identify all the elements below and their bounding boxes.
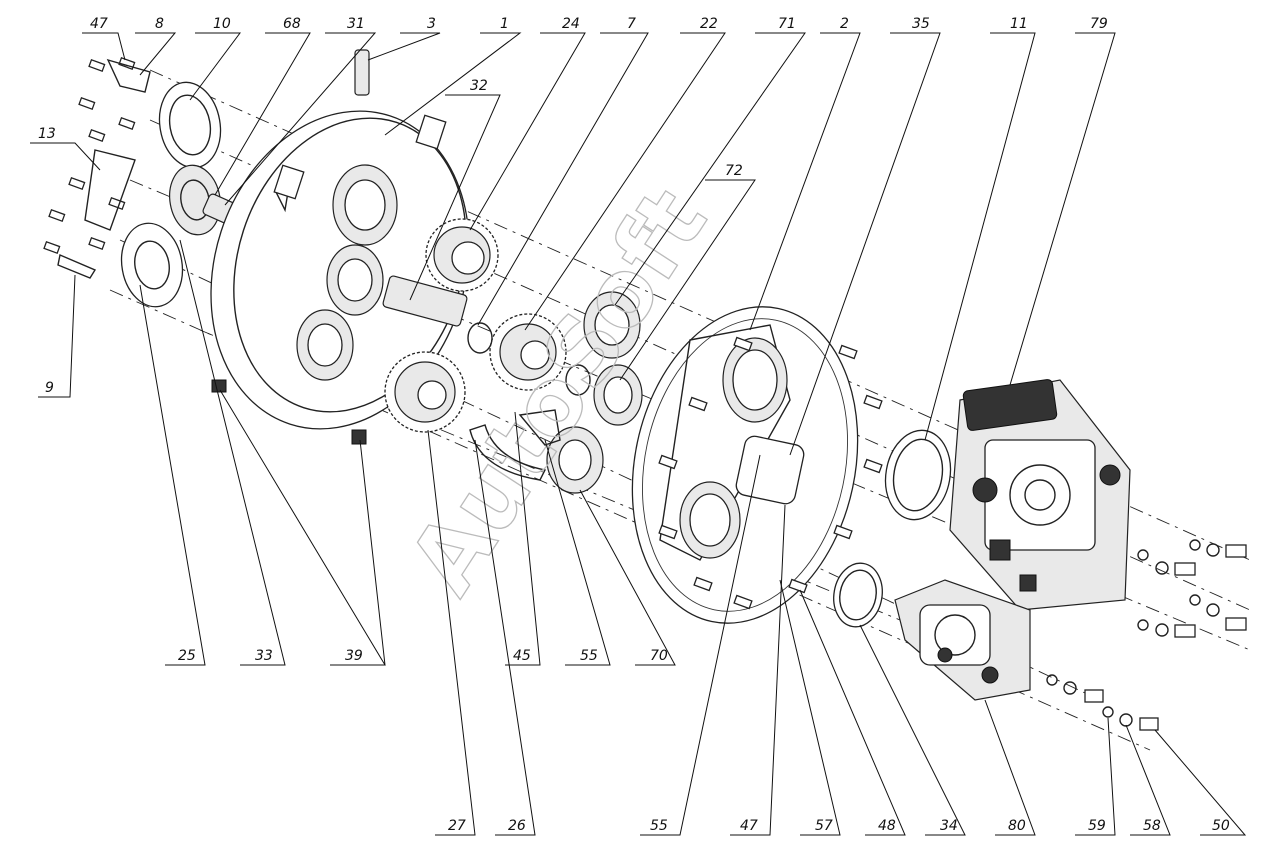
callout-1: 1	[500, 16, 509, 32]
callout-13: 13	[38, 126, 56, 142]
callout-55-b: 55	[650, 818, 668, 834]
plug-39b	[351, 429, 367, 445]
callout-79: 79	[1090, 16, 1108, 32]
cover-plate-25	[120, 222, 184, 308]
ring-7	[467, 322, 493, 354]
callout-48: 48	[878, 818, 896, 834]
callout-47-b: 47	[740, 818, 758, 834]
callout-2: 2	[840, 16, 849, 32]
splined-shaft-32	[382, 275, 468, 327]
callout-71: 71	[778, 16, 796, 32]
callout-33: 33	[255, 648, 273, 664]
bearing-70	[546, 426, 604, 494]
callout-8: 8	[155, 16, 164, 32]
callout-3: 3	[427, 16, 436, 32]
callout-50: 50	[1212, 818, 1230, 834]
cover-bolts	[658, 336, 883, 610]
cover-plate-10	[158, 81, 222, 169]
callout-55-a: 55	[580, 648, 598, 664]
gear-22	[489, 313, 567, 391]
callout-47: 47	[90, 16, 108, 32]
callout-39: 39	[345, 648, 363, 664]
callout-72: 72	[725, 163, 743, 179]
callout-59: 59	[1088, 818, 1106, 834]
callout-labels: 47 8 10 68 31 3 1 24 7 22 71 2 35 11 79 …	[38, 16, 1230, 834]
bracket-9	[57, 254, 97, 279]
callout-27: 27	[448, 818, 466, 834]
bearing-71	[583, 291, 641, 359]
callout-25: 25	[178, 648, 196, 664]
gear-24	[425, 218, 499, 292]
callout-31: 31	[347, 16, 365, 32]
callout-70: 70	[650, 648, 668, 664]
callout-58: 58	[1143, 818, 1161, 834]
callout-10: 10	[213, 16, 231, 32]
seal-68	[169, 164, 221, 236]
plug-39a	[211, 379, 227, 393]
housing-bearings	[296, 164, 398, 381]
bearing-72b	[593, 364, 643, 426]
callout-9: 9	[45, 380, 54, 396]
callout-35: 35	[912, 16, 930, 32]
clamp-26	[469, 424, 547, 481]
bracket-13	[84, 149, 136, 231]
left-hardware-group	[43, 56, 238, 308]
hydraulic-motor-80	[894, 579, 1031, 701]
callout-11: 11	[1010, 16, 1028, 32]
callout-32: 32	[470, 78, 488, 94]
bolt-set-right	[1046, 539, 1247, 731]
callout-57: 57	[815, 818, 833, 834]
callout-80: 80	[1008, 818, 1026, 834]
gear-27	[384, 351, 466, 433]
callout-26: 26	[508, 818, 526, 834]
callout-34: 34	[940, 818, 958, 834]
callout-68: 68	[283, 16, 301, 32]
callout-22: 22	[700, 16, 718, 32]
callout-leaders	[30, 32, 1247, 836]
callout-7: 7	[627, 16, 636, 32]
bracket-55	[518, 409, 561, 446]
callout-24: 24	[562, 16, 580, 32]
bolt-set-left	[43, 56, 136, 254]
hydraulic-pump-79	[949, 379, 1131, 611]
callout-45: 45	[513, 648, 531, 664]
rear-cover	[631, 306, 859, 624]
bracket-8	[106, 58, 151, 93]
ring-72	[565, 364, 591, 396]
pin-3	[354, 49, 370, 96]
